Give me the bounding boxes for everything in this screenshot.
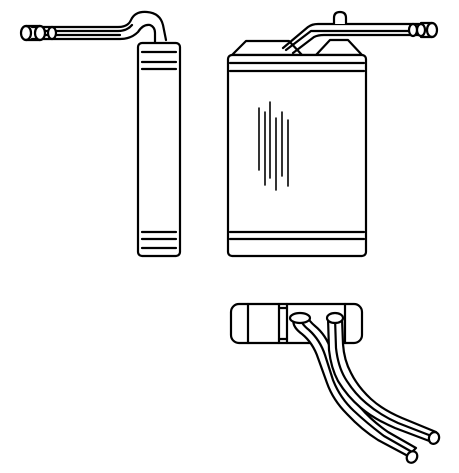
top-view-pipes [288,311,441,464]
pipe-end [19,24,33,42]
side-view [19,10,182,258]
side-core [136,41,182,258]
fin-hatching [258,101,289,191]
pipe-end [427,431,441,445]
bleed-valve [332,10,348,24]
front-view [226,10,439,258]
top-tank [230,39,304,57]
pipe-end [415,22,427,38]
pipe-end [407,22,419,38]
front-core [226,53,368,258]
pipe-end [405,450,419,464]
pipe-inlet [288,311,312,325]
side-pipes [19,10,168,44]
pipe-inlet [325,311,345,325]
pipe-end [425,21,439,39]
front-pipes [281,10,439,55]
pipe-end [46,25,58,41]
pipe-end [33,24,47,42]
top-view [229,302,441,464]
